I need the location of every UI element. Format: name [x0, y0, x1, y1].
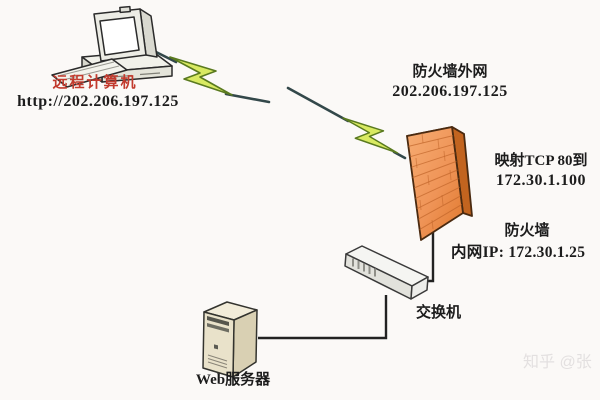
firewall-wan-block: 防火墙外网 202.206.197.125: [382, 63, 518, 102]
lightning-bolt-icon: [169, 56, 233, 96]
remote-computer-icon: [51, 5, 173, 88]
remote-computer-address: http://202.206.197.125: [17, 93, 179, 110]
firewall-icon: [406, 126, 473, 241]
switch-server-line: [258, 295, 388, 340]
firewall-label: 防火墙: [504, 223, 550, 239]
zhihu-watermark: 知乎 @张: [523, 354, 592, 371]
firewall-lan-ip: 内网IP: 172.30.1.25: [451, 244, 586, 261]
switch-label: 交换机: [416, 305, 462, 321]
lightning-bolt-icon-2: [342, 117, 399, 154]
nat-rule-line2: 172.30.1.100: [496, 171, 586, 189]
nat-rule-block: 映射TCP 80到 172.30.1.100: [483, 152, 599, 191]
nat-rule-line1: 映射TCP 80到: [494, 153, 588, 169]
switch-icon: [344, 245, 429, 300]
firewall-wan-title: 防火墙外网: [412, 64, 488, 80]
web-server-label: Web服务器: [195, 372, 271, 388]
firewall-wan-ip: 202.206.197.125: [392, 82, 508, 100]
remote-computer-label: 远程计算机: [52, 75, 138, 91]
web-server-icon: [202, 301, 258, 378]
